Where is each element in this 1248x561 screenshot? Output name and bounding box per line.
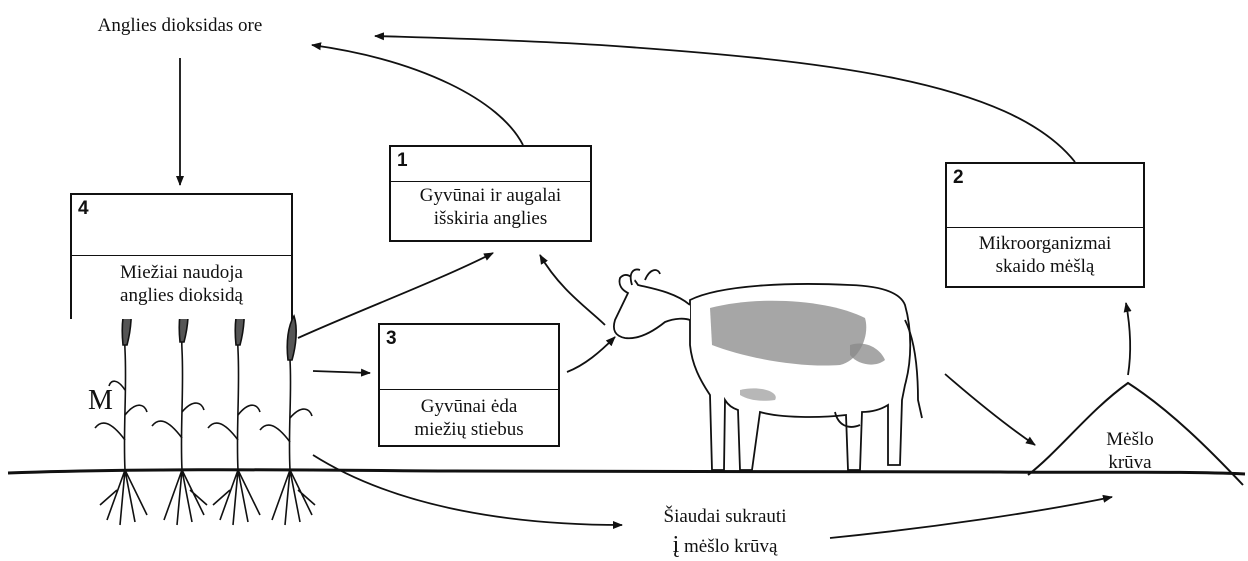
box-3: 3 Gyvūnai ėda miežių stiebus <box>378 323 560 447</box>
box-2-line1: Mikroorganizmai <box>947 232 1143 255</box>
carbon-dioxide-air-label: Anglies dioksidas ore <box>40 14 320 37</box>
box-2-line2: skaido mėšlą <box>947 255 1143 278</box>
arrow-box3-to-cow <box>567 337 615 372</box>
box-1-number: 1 <box>397 150 408 172</box>
barley-plant <box>208 298 260 525</box>
box-2-number: 2 <box>953 167 964 189</box>
box-3-line1: Gyvūnai ėda <box>380 395 558 418</box>
barley-plant <box>152 295 207 525</box>
box-4-line1: Miežiai naudoja <box>72 261 291 284</box>
straw-label-destination: mėšlo krūvą <box>679 536 777 557</box>
box-4: 4 Miežiai naudoja anglies dioksidą <box>70 193 293 319</box>
box-3-line2: miežių stiebus <box>380 418 558 441</box>
box-1-line2: išskiria anglies <box>391 207 590 230</box>
arrow-box2-to-air <box>375 36 1075 162</box>
straw-label-line1: Šiaudai sukrauti <box>620 505 830 528</box>
arrow-barley-to-box3 <box>313 371 370 373</box>
box-2: 2 Mikroorganizmai skaido mėšlą <box>945 162 1145 288</box>
straw-label-line2: į mėšlo krūvą <box>620 534 830 558</box>
manure-heap-label-line2: krūva <box>1085 451 1175 474</box>
arrow-box1-to-air <box>312 45 523 145</box>
plant-marker-label: M <box>88 385 113 417</box>
box-1: 1 Gyvūnai ir augalai išskiria anglies <box>389 145 592 242</box>
box-4-line2: anglies dioksidą <box>72 284 291 307</box>
arrow-barley-to-straw <box>313 455 622 525</box>
manure-heap-label-line1: Mėšlo <box>1085 428 1175 451</box>
box-1-line1: Gyvūnai ir augalai <box>391 184 590 207</box>
ground-line <box>8 470 1245 474</box>
arrow-manure-to-box2 <box>1126 303 1130 375</box>
arrow-straw-to-manure <box>830 497 1112 538</box>
box-4-number: 4 <box>78 198 89 220</box>
barley-plants <box>95 295 315 525</box>
arrow-cow-to-box1 <box>540 255 605 325</box>
arrow-cow-to-manure <box>945 374 1035 445</box>
box-3-number: 3 <box>386 328 397 350</box>
cow-illustration <box>614 270 922 470</box>
barley-plant <box>260 316 315 525</box>
